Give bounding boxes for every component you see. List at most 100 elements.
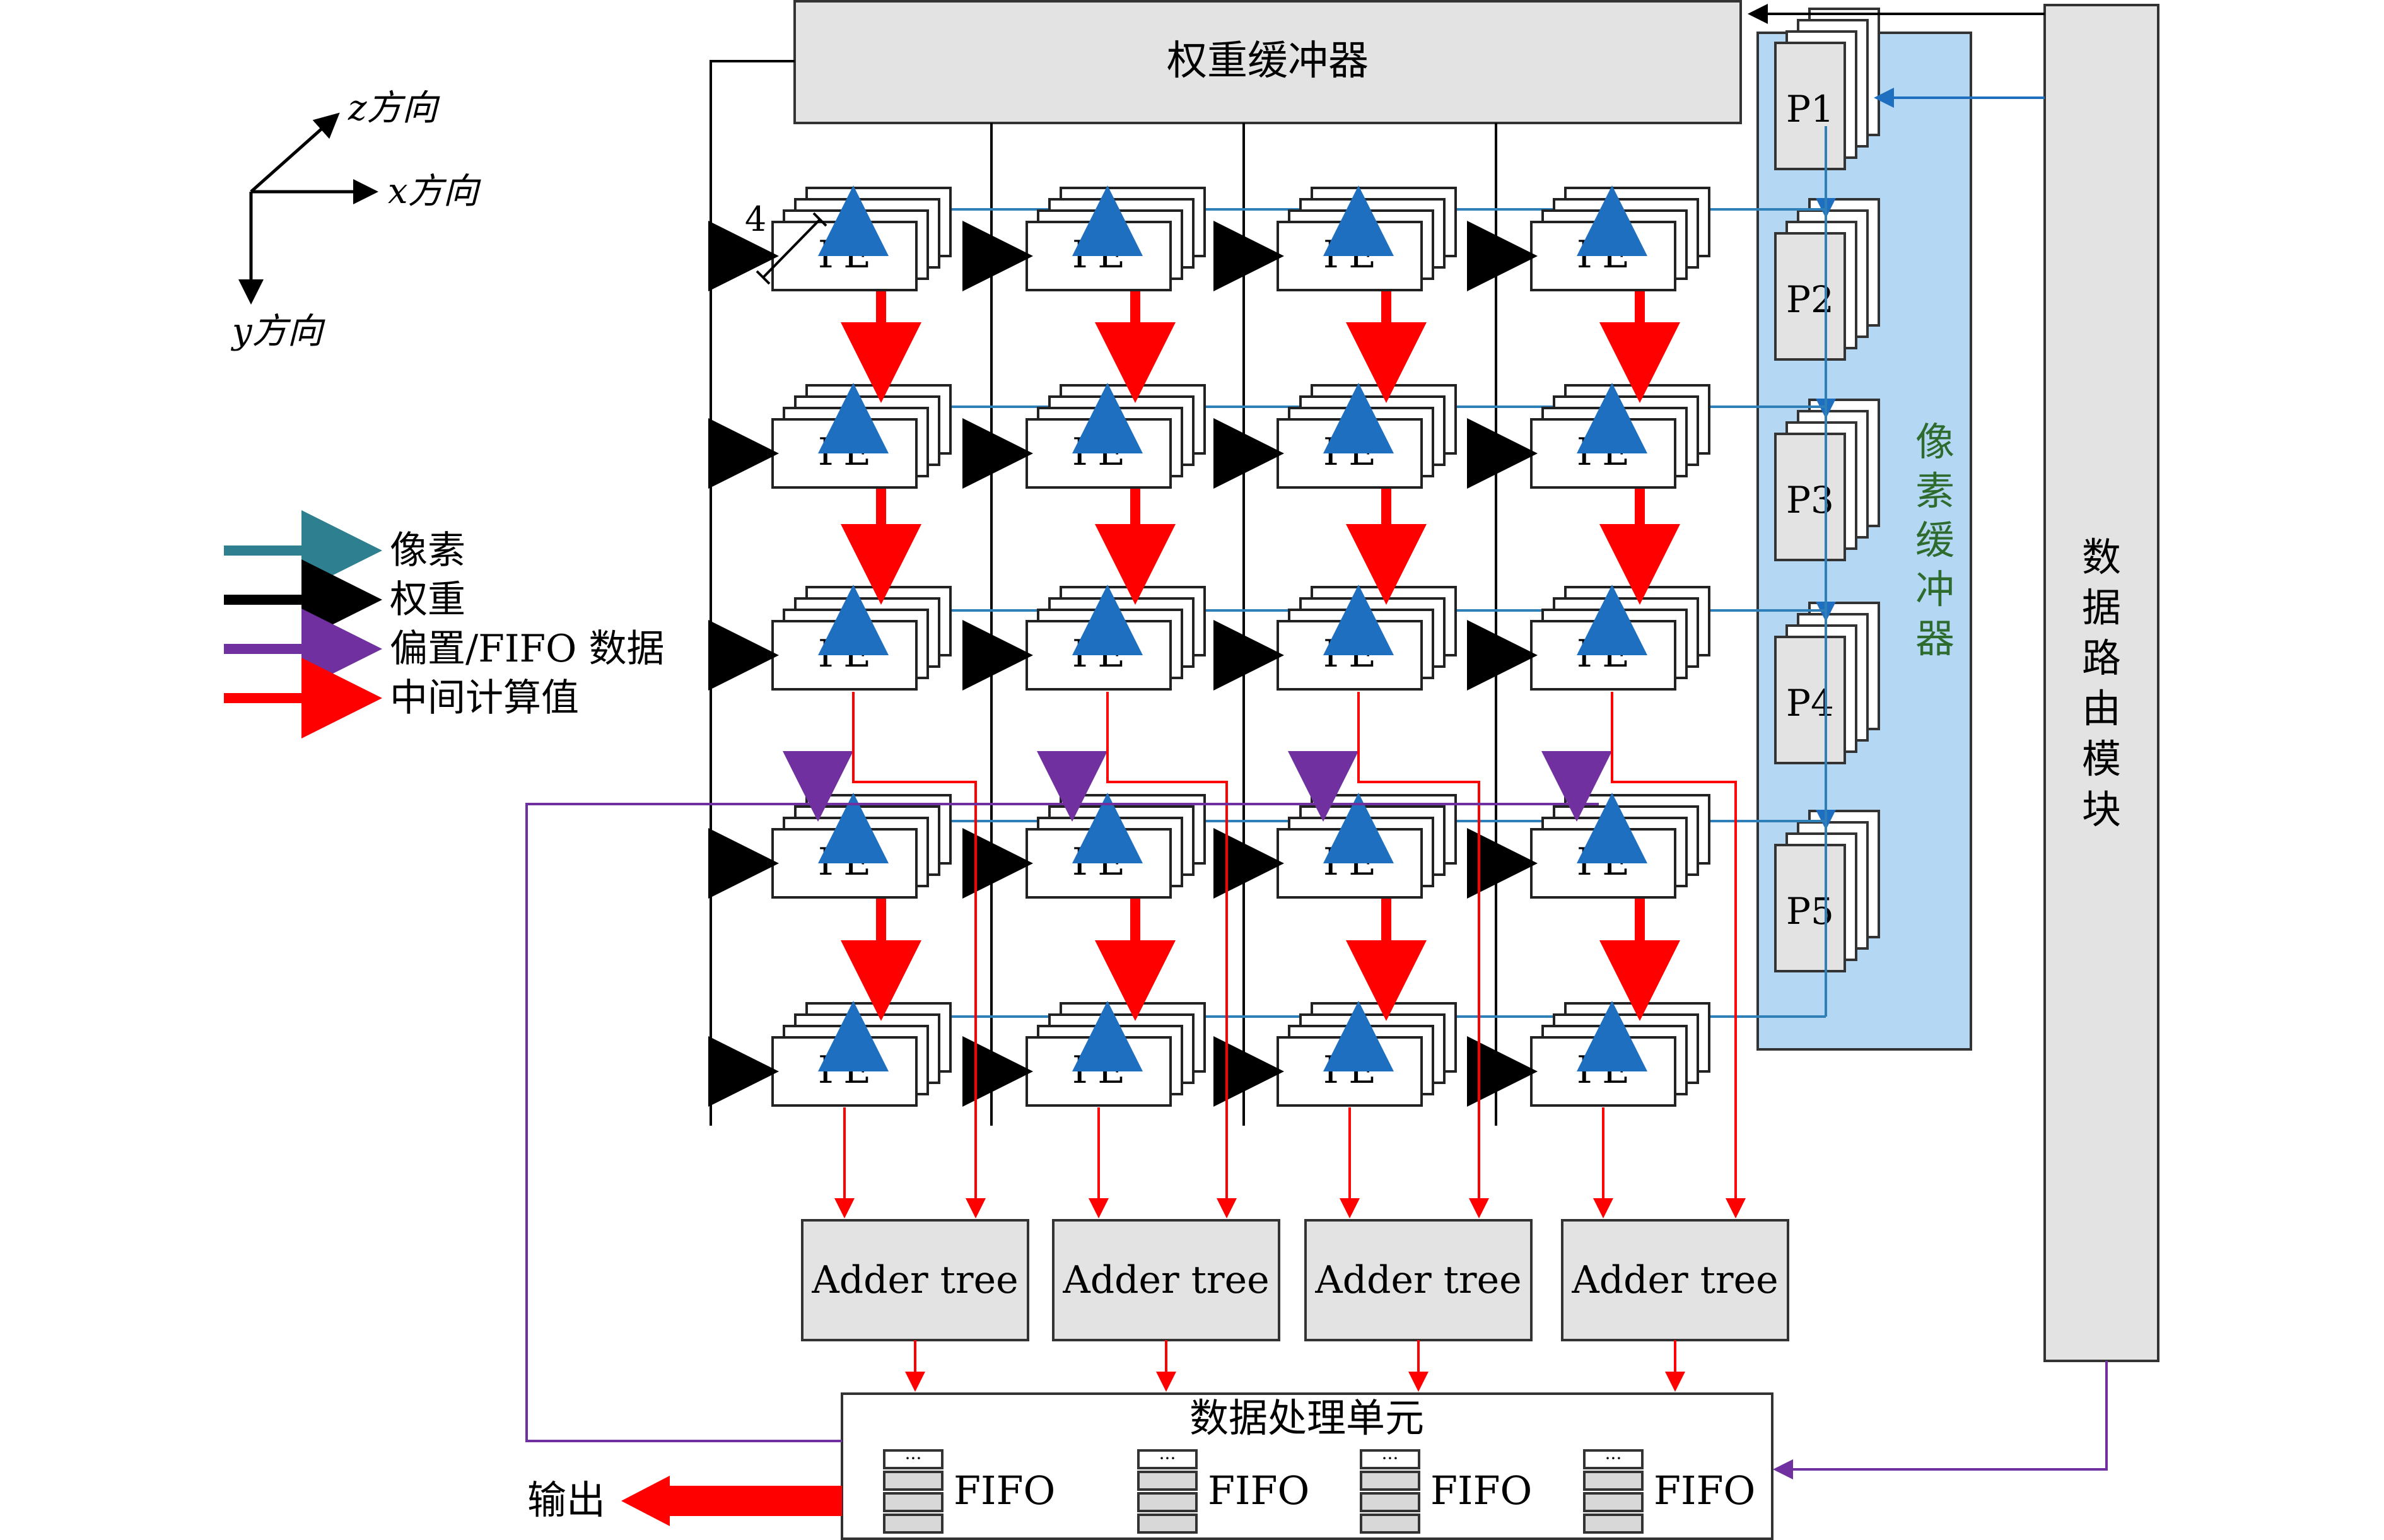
fifo-label: FIFO — [1208, 1467, 1309, 1514]
fifo-icon: ··· — [1583, 1448, 1644, 1534]
fifo-group: ··· FIFO ··· FIFO ··· FIFO ··· FIFO — [883, 1448, 1755, 1534]
pixel-block-p1: P1 — [1774, 8, 1880, 170]
router-char-4: 模 — [2082, 736, 2121, 782]
adder-tree: Adder tree — [801, 692, 1029, 1392]
fifo-icon-slot — [1360, 1514, 1420, 1534]
fifo-icon-dots: ··· — [1382, 1448, 1399, 1469]
pe-stack: PE — [962, 1001, 1206, 1107]
fifo-icon-slot — [1583, 1471, 1644, 1491]
pe-label: PE — [818, 632, 871, 676]
x-axis-label: x方向 — [388, 171, 482, 212]
pixel-block-label: P1 — [1786, 88, 1834, 131]
fifo: ··· FIFO — [1137, 1448, 1309, 1534]
fifo-icon-dots: ··· — [1159, 1448, 1176, 1469]
pe-bypass-line — [1106, 692, 1237, 1218]
weight-buffer-label: 权重缓冲器 — [1167, 38, 1369, 85]
pixel-block-front — [1774, 433, 1846, 561]
fifo: ··· FIFO — [1583, 1448, 1755, 1534]
pe-label: PE — [1577, 233, 1630, 277]
pixel-buffer-char-4: 器 — [1915, 615, 1955, 662]
adder-tree: Adder tree — [1561, 692, 1789, 1392]
bias-feedback-line — [525, 803, 1599, 1442]
fifo-icon-slot — [883, 1449, 944, 1469]
weight-buffer: 权重缓冲器 — [793, 0, 1742, 124]
fifo-icon: ··· — [1360, 1448, 1420, 1534]
fifo-icon-dots: ··· — [905, 1448, 922, 1469]
pe-stack: PE — [1213, 751, 1457, 899]
adder-tree-box — [1561, 1219, 1789, 1341]
pe-label: PE — [818, 233, 871, 277]
fifo-label: FIFO — [1430, 1467, 1532, 1514]
pe-stack: PE — [1213, 585, 1457, 691]
pe-stack: PE — [1213, 383, 1457, 489]
legend: 像素 权重 偏置/FIFO 数据 中间计算值 — [224, 510, 664, 738]
adder-tree-label: Adder tree — [1314, 1258, 1521, 1302]
fifo: ··· FIFO — [1360, 1448, 1532, 1534]
pe-label: PE — [1323, 430, 1376, 474]
pe-stack: PE — [962, 751, 1206, 899]
pe-label: PE — [1577, 840, 1630, 884]
pe-label: PE — [818, 1048, 871, 1092]
legend-label-intermediate: 中间计算值 — [390, 676, 579, 720]
adder-tree-label: Adder tree — [811, 1258, 1018, 1302]
adder-tree-label: Adder tree — [1062, 1258, 1269, 1302]
legend-item-intermediate: 中间计算值 — [224, 658, 579, 738]
pe-label: PE — [1072, 1048, 1125, 1092]
pe-label: PE — [818, 840, 871, 884]
pe-bypass-line — [852, 692, 986, 1218]
output-arrow: 输出 — [527, 1476, 842, 1526]
fifo-label: FIFO — [1654, 1467, 1755, 1514]
pe-bypass-line — [1357, 692, 1489, 1218]
fifo-icon-slot — [1137, 1492, 1198, 1512]
pixel-buffer-char-3: 冲 — [1915, 566, 1955, 612]
fifo-icon: ··· — [883, 1448, 944, 1534]
adder-tree-box — [1304, 1219, 1533, 1341]
pe-label: PE — [1577, 430, 1630, 474]
pe-stack: PE — [1213, 1001, 1457, 1107]
pe-front — [1277, 1036, 1423, 1107]
fifo-label: FIFO — [954, 1467, 1055, 1514]
pe-stack: PE — [708, 185, 952, 291]
pe-stack: PE — [1213, 185, 1457, 291]
legend-label-pixel: 像素 — [390, 528, 465, 573]
output-label: 输出 — [527, 1477, 605, 1523]
pe-label: PE — [1577, 632, 1630, 676]
router-char-1: 据 — [2082, 585, 2121, 631]
fifo-icon-slot — [1360, 1471, 1420, 1491]
pixel-block-front — [1774, 232, 1846, 361]
pe-label: PE — [1072, 840, 1125, 884]
y-axis-label: y方向 — [230, 311, 326, 352]
fifo-icon: ··· — [1137, 1448, 1198, 1534]
legend-label-bias: 偏置/FIFO 数据 — [390, 627, 664, 671]
pe-label: PE — [818, 430, 871, 474]
fifo-icon-slot — [1137, 1514, 1198, 1534]
fifo-icon-dots: ··· — [1605, 1448, 1622, 1469]
fifo-icon-slot — [1583, 1492, 1644, 1512]
fifo-icon-slot — [883, 1514, 944, 1534]
fifo: ··· FIFO — [883, 1448, 1055, 1534]
adder-tree-box — [1052, 1219, 1280, 1341]
adder-tree: Adder tree — [1304, 692, 1533, 1392]
pe-stack: PE — [708, 383, 952, 489]
pe-label: PE — [1072, 430, 1125, 474]
fifo-icon-slot — [1360, 1449, 1420, 1469]
fifo-icon-slot — [1583, 1449, 1644, 1469]
legend-item-pixel: 像素 — [224, 510, 465, 591]
pe-label: PE — [1072, 233, 1125, 277]
pixel-buffer-char-1: 素 — [1915, 468, 1955, 514]
pe-stack: PE — [962, 185, 1206, 291]
pe-label: PE — [1323, 233, 1376, 277]
pe-label: PE — [1577, 1048, 1630, 1092]
pe-stack: PE — [1467, 585, 1710, 691]
pe-stack: PE — [708, 751, 952, 899]
router-char-0: 数 — [2082, 534, 2121, 580]
router-char-2: 路 — [2082, 635, 2121, 681]
pe-bypass-line — [1611, 692, 1746, 1218]
pixel-buffer-char-2: 缓 — [1915, 517, 1955, 563]
z-axis-label: z方向 — [348, 88, 441, 129]
legend-item-weight: 权重 — [224, 559, 465, 640]
legend-label-weight: 权重 — [390, 578, 465, 622]
pe-stack: PE — [1467, 751, 1710, 899]
data-router: 数 据 路 由 模 块 — [2043, 4, 2159, 1362]
